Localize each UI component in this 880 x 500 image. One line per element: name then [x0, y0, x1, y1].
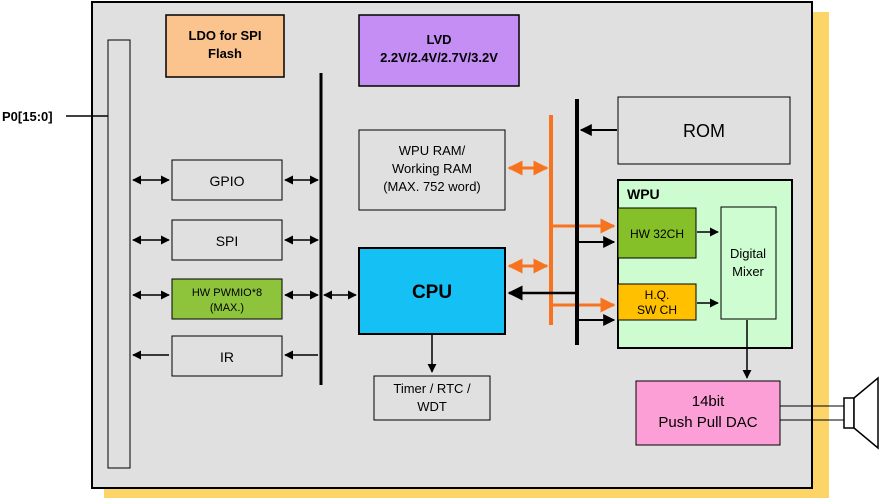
- ram-label-2: Working RAM: [392, 161, 472, 176]
- port-label: P0[15:0]: [2, 109, 53, 124]
- lvd-block: [358, 14, 520, 87]
- spi-label: SPI: [216, 233, 239, 249]
- spi-block: [171, 219, 283, 261]
- cpu-block: [358, 247, 506, 335]
- cpu-label: CPU: [412, 282, 452, 303]
- gpio-block: [171, 159, 283, 201]
- dac-label-2: Push Pull DAC: [658, 414, 757, 431]
- mixer-block: [720, 206, 777, 320]
- hq-label-1: H.Q.: [645, 288, 670, 302]
- pwm-block: [171, 278, 283, 320]
- lvd-label-2: 2.2V/2.4V/2.7V/3.2V: [380, 50, 498, 65]
- ldo-label-1: LDO for SPI: [189, 28, 262, 43]
- hq-label-2: SW CH: [637, 303, 677, 317]
- mixer-label-1: Digital: [730, 246, 766, 261]
- mixer-label-2: Mixer: [732, 264, 764, 279]
- dac-block: [635, 380, 781, 446]
- io-bar: [107, 39, 131, 469]
- ir-label: IR: [220, 349, 234, 365]
- timer-block: [373, 375, 491, 421]
- timer-label-1: Timer / RTC /: [393, 381, 471, 396]
- rom-label: ROM: [683, 121, 725, 141]
- pwm-label-1: HW PWMIO*8: [192, 287, 262, 299]
- wpu-label: WPU: [627, 186, 660, 202]
- ir-block: [171, 335, 283, 377]
- hw32-label: HW 32CH: [630, 227, 684, 241]
- ram-label-3: (MAX. 752 word): [383, 179, 481, 194]
- gpio-label: GPIO: [209, 173, 244, 189]
- speaker-icon: [843, 376, 879, 450]
- ram-block: [358, 129, 506, 211]
- hq-block: [617, 283, 697, 321]
- pwm-label-2: (MAX.): [210, 302, 244, 314]
- ldo-label-2: Flash: [208, 46, 242, 61]
- ram-label-1: WPU RAM/: [399, 143, 466, 158]
- ldo-block: [165, 14, 285, 78]
- timer-label-2: WDT: [417, 399, 447, 414]
- hw32-block: [617, 207, 697, 259]
- rom-block: [617, 96, 791, 165]
- dac-label-1: 14bit: [692, 393, 725, 410]
- lvd-label-1: LVD: [426, 32, 451, 47]
